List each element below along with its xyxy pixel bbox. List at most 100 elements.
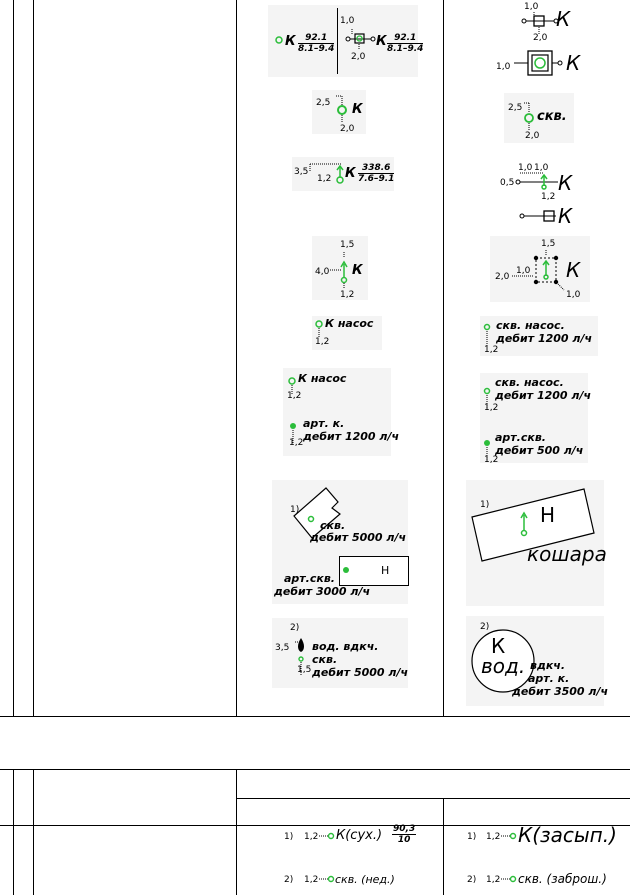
- dimension-label: 3,5: [275, 643, 290, 653]
- pump-well-icon: [315, 320, 323, 338]
- dimension-label: 1,2: [486, 832, 501, 842]
- dimension-label: 3,5: [294, 167, 309, 177]
- well-label: К: [558, 204, 573, 228]
- flow-rate-label: дебит 500 л/ч: [495, 444, 584, 457]
- well-label: скв. насос.: [495, 376, 564, 389]
- grid-line: [443, 0, 444, 716]
- dimension-label: 1,2: [315, 337, 330, 347]
- well-label: К: [556, 7, 571, 31]
- pump-square-icon: [519, 210, 556, 222]
- panel: [283, 368, 391, 456]
- dimension-label: 2,5: [508, 103, 523, 113]
- flow-rate-label: дебит 1200 л/ч: [495, 389, 592, 402]
- grid-line: [33, 769, 34, 895]
- filled-well-icon: [501, 832, 517, 840]
- dimension-label: 2,0: [533, 33, 548, 43]
- dimension-label: 1,2: [317, 174, 332, 184]
- pump-house-icon: [514, 50, 563, 76]
- well-label: К: [558, 171, 573, 195]
- water-tower-icon: [295, 638, 304, 676]
- well-label: арт.скв.: [495, 431, 546, 444]
- building-label: кошара: [527, 542, 607, 566]
- well-label: К насос: [298, 372, 347, 385]
- well-label: скв.: [537, 109, 567, 124]
- panel: [490, 236, 590, 302]
- dimension-label: 1,0: [524, 2, 539, 12]
- grid-line: [13, 0, 14, 716]
- pump-square-icon: [345, 29, 376, 50]
- pump-well-icon: [483, 323, 491, 346]
- fraction-denominator: 7.6–9.1: [358, 174, 395, 184]
- item-number: 2): [467, 875, 477, 885]
- item-number: 1): [290, 505, 300, 515]
- well-label: К: [345, 166, 356, 181]
- unfinished-well-icon: [319, 875, 335, 883]
- item-number: 2): [480, 622, 490, 632]
- well-label: К: [566, 51, 581, 75]
- grid-line: [443, 798, 444, 895]
- grid-line: [236, 798, 630, 799]
- abandoned-well-icon: [501, 875, 517, 883]
- fraction-denominator: 8.1–9.4: [298, 44, 335, 54]
- artesian-well-icon: [290, 423, 296, 444]
- dimension-label: 1,5: [340, 240, 355, 250]
- artesian-well-icon: [484, 440, 490, 462]
- dimension-label: 4,0: [315, 267, 330, 277]
- flow-rate-label: дебит 5000 л/ч: [312, 666, 409, 679]
- flowing-well-icon: [330, 252, 348, 289]
- well-label: скв. (заброш.): [518, 872, 607, 886]
- flowing-well-house-icon: [512, 250, 565, 291]
- panel: [272, 618, 408, 688]
- flowing-well-icon: [515, 172, 558, 190]
- well-label: К: [376, 34, 387, 49]
- fraction-denominator: 8.1–9.4: [387, 44, 424, 54]
- dimension-label: 2,0: [351, 52, 366, 62]
- flow-rate-label: дебит 1200 л/ч: [303, 430, 400, 443]
- grid-line: [0, 825, 630, 826]
- dimension-label: 2,0: [525, 131, 540, 141]
- fraction-numerator: 90,3: [392, 824, 417, 835]
- well-label: К(сух.): [336, 828, 383, 843]
- dimension-label: 1,5: [541, 239, 556, 249]
- well-label: скв.: [320, 519, 346, 532]
- well-label: арт.скв.: [284, 572, 335, 585]
- dimension-label: 2,0: [340, 124, 355, 134]
- item-number: 1): [284, 832, 294, 842]
- dimension-label: 2,0: [495, 272, 510, 282]
- dimension-label: 1,2: [289, 438, 304, 448]
- artesian-well-icon: [343, 567, 349, 573]
- grid-line: [236, 0, 237, 716]
- well-label: К: [285, 34, 296, 49]
- item-number: 1): [467, 832, 477, 842]
- building-code: Н: [381, 564, 390, 577]
- dimension-label: 1,2: [287, 391, 302, 401]
- well-icon: [336, 95, 347, 123]
- elevation-fraction: 90,3 10: [392, 824, 417, 845]
- tower-label: вод. вдкч.: [312, 640, 379, 653]
- dimension-label: 1,2: [486, 875, 501, 885]
- elevation-fraction: 92.1 8.1–9.4: [387, 33, 424, 54]
- dimension-label: 1,0: [566, 290, 581, 300]
- grid-line: [0, 769, 630, 770]
- dimension-label: 1,5: [297, 665, 312, 675]
- dimension-label: 1,2: [484, 455, 499, 465]
- dimension-label: 1,2: [340, 290, 355, 300]
- dimension-label: 1,0: [516, 266, 531, 276]
- grid-line: [33, 0, 34, 716]
- flow-rate-label: дебит 3500 л/ч: [512, 685, 609, 698]
- well-label: К(засып.): [518, 823, 617, 847]
- dimension-label: 1,2: [304, 832, 319, 842]
- pump-square-icon: [521, 12, 559, 34]
- flow-rate-label: дебит 1200 л/ч: [496, 332, 593, 345]
- dimension-label: 1,2: [484, 345, 499, 355]
- panel: [504, 93, 574, 143]
- well-label: скв.: [312, 653, 338, 666]
- dimension-label: 1,2: [304, 875, 319, 885]
- dimension-label: 1,2: [541, 192, 556, 202]
- dimension-label: 1,0: [534, 163, 549, 173]
- building-rect: [339, 556, 409, 586]
- grid-line: [0, 716, 630, 717]
- elevation-fraction: 92.1 8.1–9.4: [298, 33, 335, 54]
- panel: [480, 373, 588, 463]
- item-number: 2): [284, 875, 294, 885]
